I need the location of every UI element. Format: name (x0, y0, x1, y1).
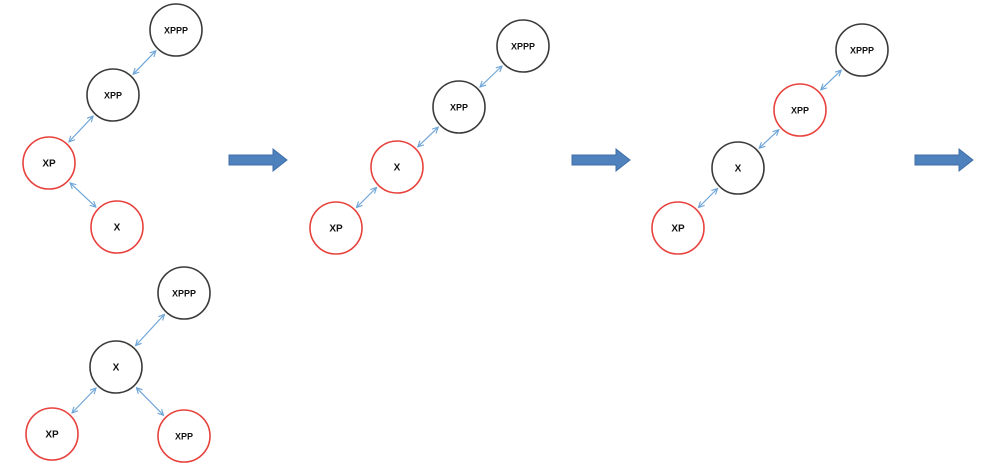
node-s4-xpp: XPP (157, 409, 211, 463)
edge-s2-xpp-s2-x (418, 127, 438, 147)
node-s4-x: X (89, 340, 143, 394)
node-label: XPPP (850, 46, 874, 56)
node-s1-xppp: XPPP (149, 3, 203, 57)
node-s3-xpp: XPP (773, 83, 827, 137)
node-circle (432, 80, 486, 134)
node-s2-xppp: XPPP (496, 19, 550, 73)
node-s4-xppp: XPPP (157, 266, 211, 320)
node-circle (86, 68, 140, 122)
node-label: XP (42, 159, 56, 170)
node-s2-xpp: XPP (432, 80, 486, 134)
edge-s1-xpp-s1-xp (69, 116, 93, 142)
node-s1-xpp: XPP (86, 68, 140, 122)
node-circle (309, 201, 363, 255)
node-s1-x: X (90, 200, 144, 254)
edge-s3-xppp-s3-xpp (821, 70, 841, 90)
node-circle (370, 140, 424, 194)
node-s1-xp: XP (22, 136, 76, 190)
node-s3-xppp: XPPP (835, 23, 889, 77)
edge-s4-xppp-s4-x (136, 314, 165, 345)
node-label: XPP (175, 432, 193, 442)
node-s3-x: X (711, 141, 765, 195)
node-label: XPP (104, 91, 122, 101)
node-label: XP (45, 430, 59, 441)
edge-s1-xp-s1-x (70, 183, 96, 207)
node-s3-xp: XP (651, 201, 705, 255)
node-label: X (114, 223, 121, 234)
transition-arrow-icon (914, 147, 974, 173)
node-label: X (394, 163, 401, 174)
edge-s1-xppp-s1-xpp (133, 51, 156, 74)
node-label: X (113, 363, 120, 374)
node-circle (773, 83, 827, 137)
node-circle (651, 201, 705, 255)
edges-layer (69, 51, 841, 416)
nodes-layer: XPPP XPP XP X XPPP XPP X XP XPPP XPP X XP XPPP X XP XPP (22, 3, 889, 463)
node-label: XP (329, 224, 343, 235)
node-s2-xp: XP (309, 201, 363, 255)
edge-s4-x-s4-xpp (136, 388, 163, 416)
transition-arrow-icon (228, 147, 288, 173)
node-s2-x: X (370, 140, 424, 194)
node-label: XPPP (164, 26, 188, 36)
node-label: XP (671, 224, 685, 235)
arrows-layer (228, 147, 974, 173)
node-label: XPP (450, 103, 468, 113)
node-circle (496, 19, 550, 73)
node-label: X (735, 164, 742, 175)
edge-s2-x-s2-xp (357, 188, 377, 208)
node-circle (835, 23, 889, 77)
node-label: XPPP (172, 289, 196, 299)
edge-s3-x-s3-xp (699, 189, 718, 208)
node-label: XPP (791, 106, 809, 116)
node-circle (149, 3, 203, 57)
node-s4-xp: XP (25, 407, 79, 461)
node-circle (157, 409, 211, 463)
node-circle (711, 141, 765, 195)
node-circle (157, 266, 211, 320)
node-circle (22, 136, 76, 190)
edge-s4-x-s4-xp (72, 388, 96, 413)
node-circle (25, 407, 79, 461)
node-circle (90, 200, 144, 254)
transition-arrow-icon (571, 147, 631, 173)
node-circle (89, 340, 143, 394)
edge-s3-xpp-s3-x (759, 130, 779, 148)
edge-s2-xppp-s2-xpp (480, 66, 502, 87)
node-label: XPPP (511, 42, 535, 52)
